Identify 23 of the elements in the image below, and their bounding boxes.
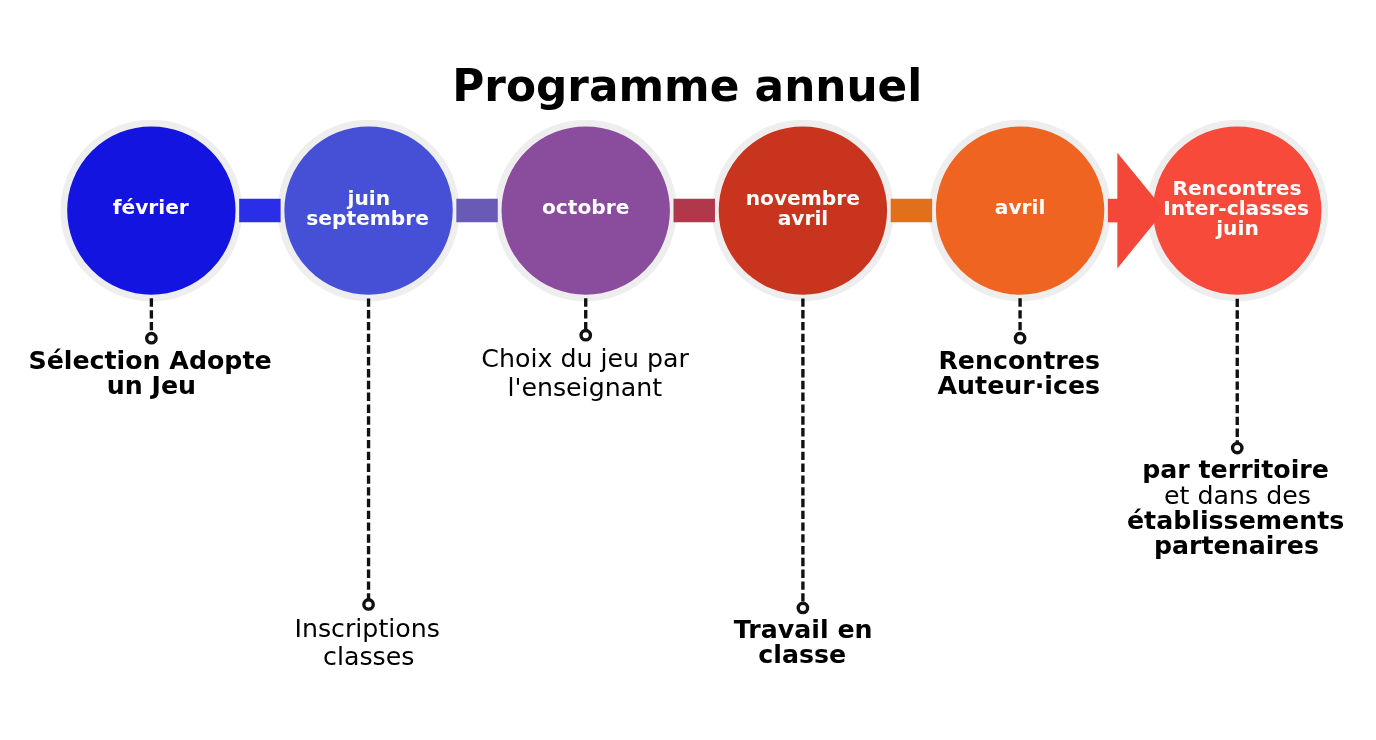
connector xyxy=(239,198,281,222)
node-circle: juin septembre xyxy=(277,119,460,301)
node-text: Choix du jeu par l'enseignant xyxy=(481,343,689,402)
node-circle: Rencontres Inter-classes juin xyxy=(1146,119,1329,301)
connector xyxy=(579,297,593,342)
connector xyxy=(145,297,158,345)
node-circle: novembre avril xyxy=(712,119,894,301)
node-text: par territoire et dans des établissements partenaires xyxy=(1126,454,1345,560)
node-text: Rencontres Auteur·ices xyxy=(937,345,1101,400)
node-circle: février xyxy=(60,119,243,301)
connector xyxy=(890,198,933,222)
node-text: Sélection Adopte un Jeu xyxy=(28,345,272,400)
connector xyxy=(1230,298,1244,454)
node-text: Travail en classe xyxy=(733,614,873,669)
node-text: Inscriptions classes xyxy=(294,612,440,671)
node-circle: avril xyxy=(929,119,1111,301)
diagram-title: Programme annuel xyxy=(452,59,923,111)
connector xyxy=(1013,297,1027,345)
connector xyxy=(796,297,810,614)
connector xyxy=(362,297,375,611)
connector xyxy=(673,198,715,222)
node-circle: octobre xyxy=(494,119,677,301)
connector xyxy=(456,198,498,222)
